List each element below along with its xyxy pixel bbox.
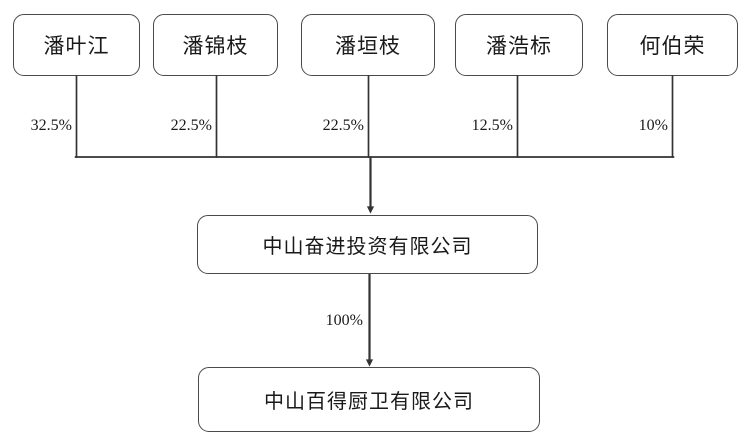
shareholder-name-3: 潘垣枝 — [335, 34, 401, 58]
subsidiary-company-box: 中山百得厨卫有限公司 — [198, 367, 540, 432]
subsidiary-company-name: 中山百得厨卫有限公司 — [264, 391, 474, 413]
ownership-percent-label-2: 22.5% — [170, 117, 212, 134]
shareholder-name-5: 何伯荣 — [639, 34, 706, 58]
shareholder-name-2: 潘锦枝 — [182, 34, 249, 58]
ownership-percent-label-3: 22.5% — [322, 117, 364, 134]
shareholder-name-4: 潘浩标 — [486, 34, 552, 58]
shareholder-name-1: 潘叶江 — [43, 34, 110, 58]
holding-company-name: 中山奋进投资有限公司 — [262, 236, 473, 258]
ownership-percent-label-100: 100% — [325, 312, 363, 329]
shareholder-box-2: 潘锦枝 — [153, 14, 278, 76]
ownership-percent-label-1: 32.5% — [30, 117, 72, 134]
ownership-percent-label-4: 12.5% — [471, 117, 513, 134]
shareholder-box-4: 潘浩标 — [455, 14, 583, 76]
holding-company-box: 中山奋进投资有限公司 — [197, 215, 538, 274]
ownership-percent-label-5: 10% — [638, 117, 668, 134]
shareholder-box-3: 潘垣枝 — [301, 14, 435, 76]
shareholder-box-5: 何伯荣 — [607, 14, 738, 76]
shareholder-box-1: 潘叶江 — [13, 14, 140, 76]
